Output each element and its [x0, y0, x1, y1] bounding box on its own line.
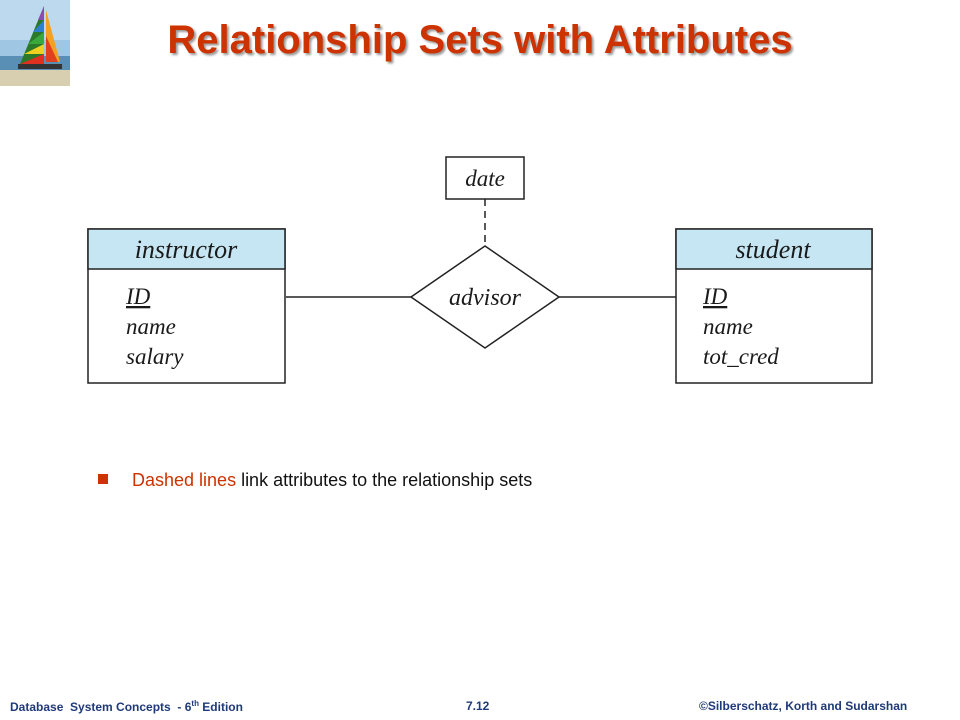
instructor-attr-id: ID	[125, 284, 151, 309]
footer-page-number: 7.12	[466, 699, 490, 713]
entity-student: student ID name tot_cred	[675, 228, 873, 384]
entity-instructor: instructor ID name salary	[87, 228, 286, 384]
footer-book-sup: th	[191, 699, 199, 708]
instructor-name: instructor	[135, 235, 238, 264]
bullet-highlight: Dashed lines	[132, 470, 237, 490]
instructor-attr-salary: salary	[126, 344, 184, 369]
student-name: student	[735, 235, 811, 264]
student-header	[675, 228, 873, 270]
student-attr-name: name	[703, 314, 753, 339]
student-attr-totcred: tot_cred	[703, 344, 779, 369]
footer-copyright: ©Silberschatz, Korth and Sudarshan	[699, 699, 908, 713]
sailboat-logo	[0, 0, 70, 86]
footer-book-end: Edition	[198, 700, 243, 714]
relationship-advisor: advisor	[409, 245, 561, 349]
bullet-item: Dashed lines link attributes to the rela…	[98, 470, 532, 491]
footer-book-title: Database System Concepts - 6th Edition	[10, 699, 243, 714]
bullet-text: link attributes to the relationship sets	[236, 470, 533, 490]
advisor-label: advisor	[449, 285, 522, 311]
bullet-square-icon	[98, 474, 108, 484]
instructor-header	[87, 228, 286, 270]
date-box	[445, 156, 525, 200]
footer-book-main: Database System Concepts - 6	[10, 700, 192, 714]
attribute-date: date	[445, 156, 525, 200]
instructor-attr-name: name	[126, 314, 176, 339]
slide-title: Relationship Sets with Attributes	[167, 18, 793, 62]
date-label: date	[465, 166, 505, 191]
student-attr-id: ID	[702, 284, 728, 309]
advisor-diamond	[409, 245, 561, 349]
